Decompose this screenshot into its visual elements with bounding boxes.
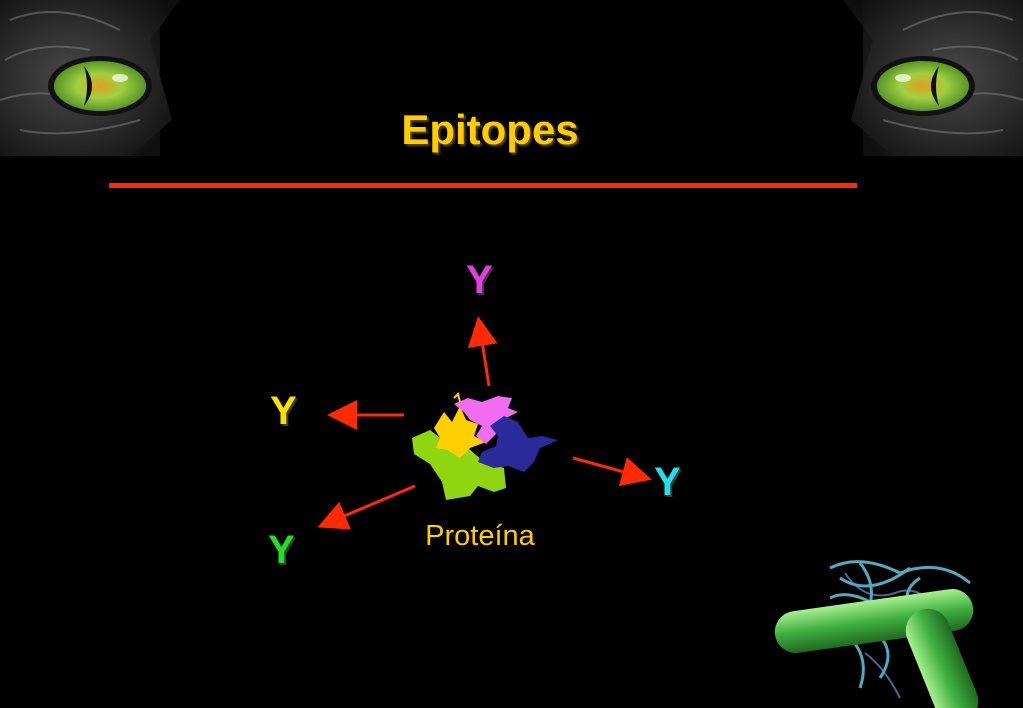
protein-label: Proteína <box>425 520 535 552</box>
cat-eye-left-icon <box>0 0 180 156</box>
antibody-top: Y <box>466 258 493 302</box>
slide-title: Epitopes <box>401 106 579 153</box>
bacteria-icon <box>774 560 979 708</box>
antibody-lower-left: Y <box>268 528 295 572</box>
cat-eye-right-icon <box>843 0 1023 156</box>
arrow-up <box>467 316 498 387</box>
arrow-lower-left <box>317 484 416 530</box>
arrow-right <box>572 456 652 487</box>
protein-icon <box>412 392 558 500</box>
antibody-right: Y <box>654 460 681 504</box>
title-divider <box>109 183 857 188</box>
antibody-left: Y <box>270 389 297 433</box>
